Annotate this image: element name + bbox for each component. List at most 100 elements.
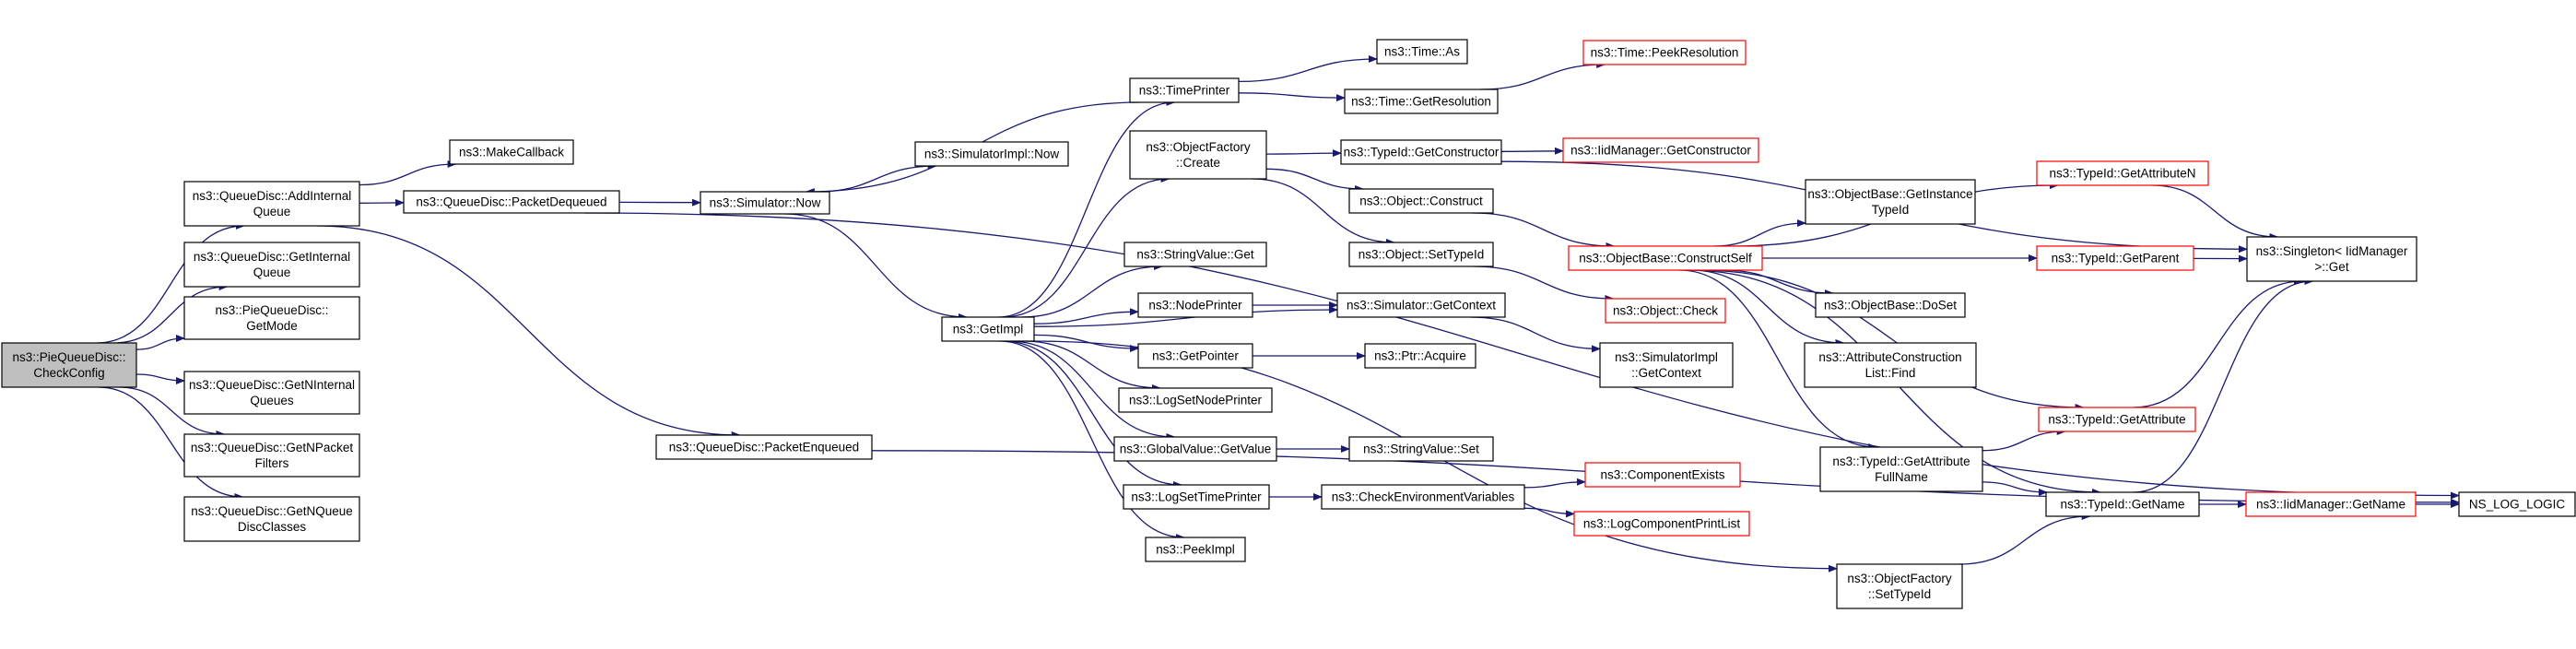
node-svset[interactable]: ns3::StringValue::Set — [1348, 436, 1494, 462]
edge-getimpl-to-nodeprinter — [1033, 308, 1139, 324]
node-box — [1137, 292, 1253, 318]
node-tidgetname[interactable]: ns3::TypeId::GetName — [2045, 491, 2200, 517]
node-iidgetctor[interactable]: ns3::IidManager::GetConstructor — [1562, 137, 1759, 163]
edge-objbaseconst-to-acl — [1690, 269, 1845, 347]
node-singleton[interactable]: ns3::Singleton< IidManager>::Get — [2246, 236, 2417, 282]
node-nodeprinter[interactable]: ns3::NodePrinter — [1137, 292, 1253, 318]
node-box — [1573, 511, 1750, 537]
node-label: ns3::StringValue::Get — [1136, 247, 1254, 261]
node-label: ns3::TypeId::GetAttribute — [1832, 454, 1970, 468]
node-tidgetparent[interactable]: ns3::TypeId::GetParent — [2036, 245, 2194, 271]
node-label: List::Find — [1865, 366, 1916, 380]
node-simimplgetctx[interactable]: ns3::SimulatorImpl::GetContext — [1599, 342, 1734, 388]
node-box — [1836, 563, 1963, 609]
node-box — [1819, 446, 1983, 492]
node-ptracquire[interactable]: ns3::Ptr::Acquire — [1364, 343, 1476, 369]
node-label: >::Get — [2314, 260, 2348, 274]
node-tidgetctor[interactable]: ns3::TypeId::GetConstructor — [1340, 139, 1502, 165]
node-svget[interactable]: ns3::StringValue::Get — [1123, 242, 1267, 267]
node-label: ns3::Simulator::GetContext — [1347, 298, 1496, 312]
node-box — [403, 190, 620, 214]
node-box — [1344, 88, 1499, 114]
node-box — [1562, 137, 1759, 163]
node-compexists[interactable]: ns3::ComponentExists — [1584, 462, 1741, 488]
node-getimpl[interactable]: ns3::GetImpl — [941, 316, 1035, 342]
node-label: ns3::SimulatorImpl::Now — [924, 147, 1060, 160]
node-timeprinter[interactable]: ns3::TimePrinter — [1129, 77, 1240, 103]
node-label: ns3::TypeId::GetAttributeN — [2049, 166, 2195, 180]
node-label: ns3::StringValue::Set — [1363, 442, 1479, 455]
node-ofsettid[interactable]: ns3::ObjectFactory::SetTypeId — [1836, 563, 1963, 609]
node-timepeekres[interactable]: ns3::Time::PeekResolution — [1582, 40, 1747, 65]
node-simnow[interactable]: ns3::Simulator::Now — [700, 191, 830, 215]
edge-root-to-getnqdc — [98, 386, 244, 501]
node-label: ns3::Object::SetTypeId — [1359, 247, 1485, 261]
node-pktenq[interactable]: ns3::QueueDisc::PacketEnqueued — [655, 434, 873, 460]
node-tidgetattr[interactable]: ns3::TypeId::GetAttribute — [2038, 407, 2196, 432]
node-simimplnow[interactable]: ns3::SimulatorImpl::Now — [914, 141, 1069, 167]
node-label: ns3::QueueDisc::PacketEnqueued — [669, 440, 859, 454]
node-timegetres[interactable]: ns3::Time::GetResolution — [1344, 88, 1499, 114]
node-label: ns3::AttributeConstruction — [1818, 350, 1961, 364]
node-getpointer[interactable]: ns3::GetPointer — [1137, 343, 1253, 369]
node-box — [2036, 245, 2194, 271]
node-getmode[interactable]: ns3::PieQueueDisc::GetMode — [183, 296, 360, 340]
node-checkenv[interactable]: ns3::CheckEnvironmentVariables — [1321, 484, 1525, 510]
node-tidgetattrn[interactable]: ns3::TypeId::GetAttributeN — [2036, 160, 2209, 186]
node-label: ns3::TypeId::GetName — [2060, 497, 2184, 511]
node-objconstruct[interactable]: ns3::Object::Construct — [1348, 188, 1494, 214]
node-iidgetname[interactable]: ns3::IidManager::GetName — [2245, 491, 2417, 517]
edge-objsettid-to-objcheck — [1473, 266, 1615, 302]
node-label: ns3::QueueDisc::PacketDequeued — [416, 195, 606, 208]
node-objsettid[interactable]: ns3::Object::SetTypeId — [1348, 242, 1494, 267]
node-label: ns3::QueueDisc::AddInternal — [193, 189, 352, 203]
node-box — [1805, 179, 1976, 225]
node-logsetnp[interactable]: ns3::LogSetNodePrinter — [1118, 387, 1273, 413]
edge-getimpl-to-svget — [1021, 263, 1163, 318]
node-box — [183, 242, 360, 288]
node-root[interactable]: ns3::PieQueueDisc::CheckConfig — [1, 342, 137, 388]
node-peekimpl[interactable]: ns3::PeekImpl — [1145, 537, 1246, 562]
node-box — [1113, 436, 1277, 462]
node-label: ns3::NodePrinter — [1148, 298, 1242, 312]
edge-getimpl-to-getpointer — [1033, 334, 1139, 352]
node-mkcb[interactable]: ns3::MakeCallback — [449, 139, 574, 165]
edge-root-to-getmode — [135, 335, 185, 350]
node-ofcreate[interactable]: ns3::ObjectFactory::Create — [1129, 130, 1267, 180]
node-nslog[interactable]: NS_LOG_LOGIC — [2458, 491, 2576, 517]
node-label: ns3::IidManager::GetName — [2256, 497, 2405, 511]
node-objbasedoset[interactable]: ns3::ObjectBase::DoSet — [1815, 292, 1966, 318]
node-timeas[interactable]: ns3::Time::As — [1376, 39, 1468, 65]
node-box — [2245, 491, 2417, 517]
edge-getimpl-to-peekimpl — [999, 340, 1185, 541]
node-logcompprint[interactable]: ns3::LogComponentPrintList — [1573, 511, 1750, 537]
node-label: ::SetTypeId — [1868, 587, 1931, 601]
node-box — [700, 191, 830, 215]
node-label: ns3::Time::GetResolution — [1351, 94, 1491, 108]
edge-addint-to-pktenq — [316, 225, 741, 439]
edge-getimpl-to-logsettp — [1003, 340, 1182, 489]
node-objcheck[interactable]: ns3::Object::Check — [1605, 298, 1726, 324]
edge-getimpl-to-simgetctx — [1033, 306, 1338, 327]
node-objbaseconst[interactable]: ns3::ObjectBase::ConstructSelf — [1568, 245, 1763, 271]
node-label: ::Create — [1176, 156, 1220, 170]
edge-root-to-getnpf — [118, 386, 226, 438]
node-simgetctx[interactable]: ns3::Simulator::GetContext — [1336, 292, 1506, 318]
node-box — [2038, 407, 2196, 432]
node-label: ns3::SimulatorImpl — [1615, 350, 1718, 364]
node-gvgetvalue[interactable]: ns3::GlobalValue::GetValue — [1113, 436, 1277, 462]
node-box — [183, 296, 360, 340]
node-pktdeq[interactable]: ns3::QueueDisc::PacketDequeued — [403, 190, 620, 214]
edge-getimpl-to-ofcreate — [1002, 175, 1170, 318]
node-label: ns3::Ptr::Acquire — [1374, 348, 1466, 362]
node-logsettp[interactable]: ns3::LogSetTimePrinter — [1123, 484, 1270, 510]
